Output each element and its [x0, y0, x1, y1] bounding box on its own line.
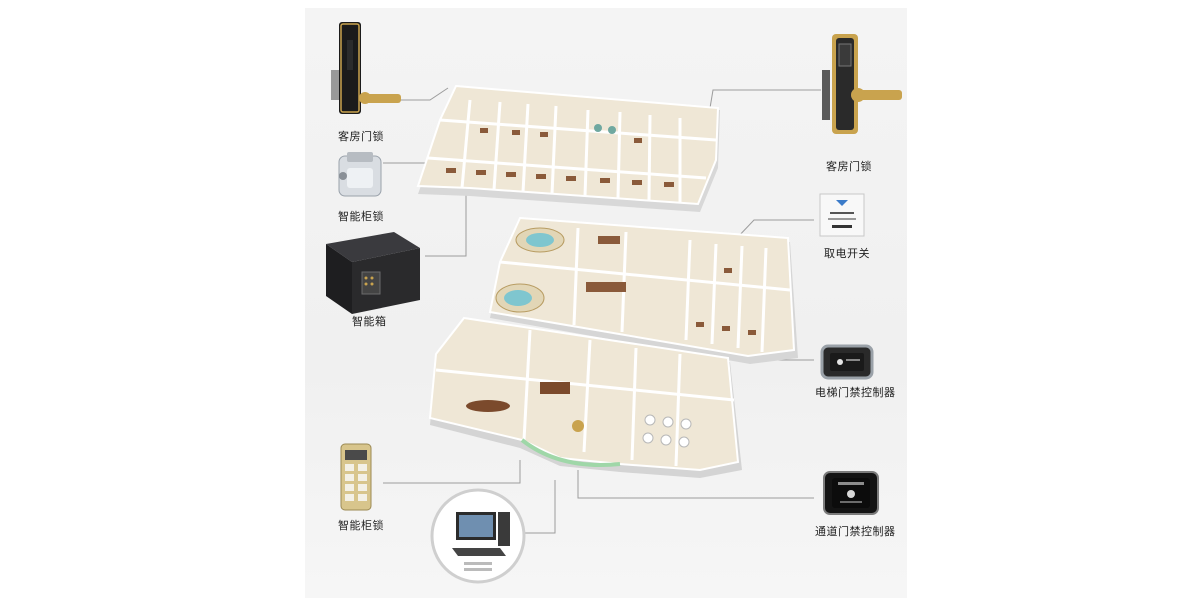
connector-room-lock-left — [400, 87, 449, 101]
safe-box-label: 智能箱 — [352, 315, 387, 328]
elevator-controller-label: 电梯门禁控制器 — [815, 386, 896, 399]
cabinet-lock-top-image — [338, 152, 382, 197]
floor-top — [416, 84, 720, 212]
connector-safe-box — [425, 195, 467, 257]
elevator-controller-image — [820, 344, 874, 380]
power-switch-label: 取电开关 — [824, 247, 870, 260]
passage-controller-image — [823, 471, 879, 515]
floor-middle — [488, 216, 798, 364]
power-switch-image — [819, 193, 865, 237]
cabinet-lock-bottom-label: 智能柜锁 — [338, 519, 384, 532]
safe-box-image — [326, 232, 420, 314]
cabinet-lock-bottom-image — [340, 443, 372, 511]
room-lock-left-image — [331, 22, 401, 114]
management-computer-image — [430, 488, 526, 584]
passage-controller-label: 通道门禁控制器 — [815, 525, 896, 538]
connector-passage-controller — [577, 470, 814, 499]
room-lock-right-image — [822, 34, 902, 134]
floor-bottom — [428, 316, 742, 478]
connector-computer — [520, 480, 556, 534]
cabinet-lock-top-label: 智能柜锁 — [338, 210, 384, 223]
connector-power-switch — [734, 219, 814, 241]
connector-cabinet-lock-bottom — [383, 460, 521, 484]
room-lock-left-label: 客房门锁 — [338, 130, 384, 143]
room-lock-right-label: 客房门锁 — [826, 160, 872, 173]
